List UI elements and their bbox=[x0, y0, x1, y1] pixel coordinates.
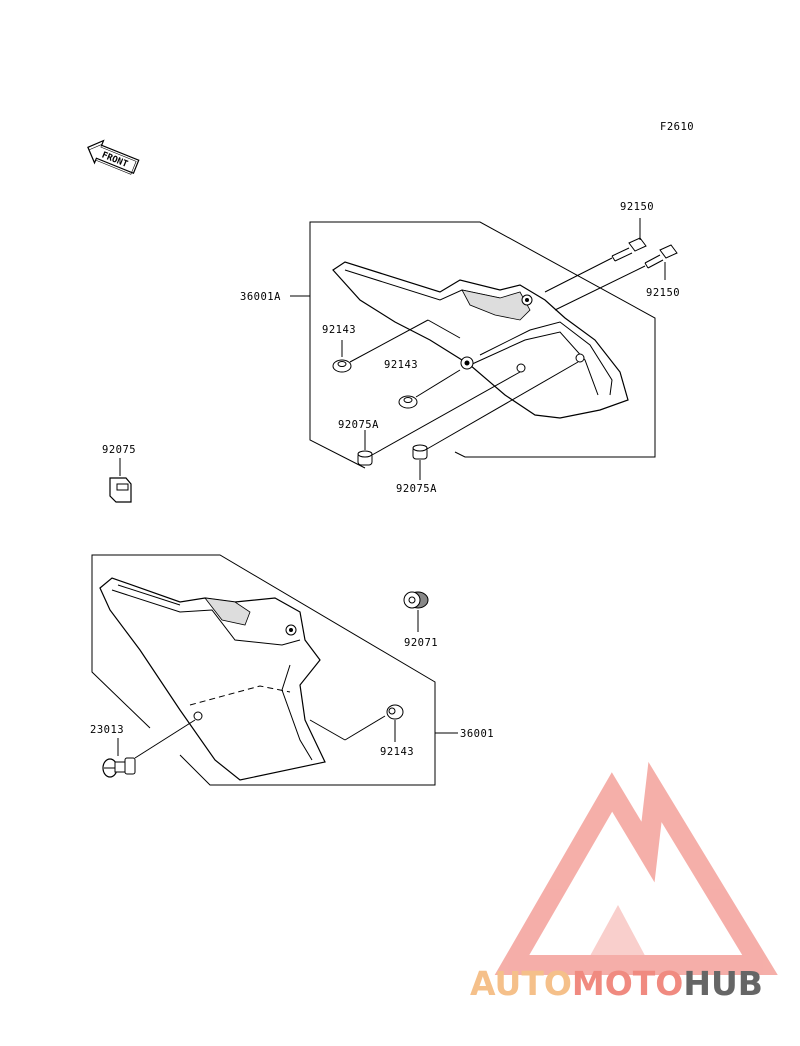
collar-92075A-a bbox=[357, 450, 373, 466]
label-92150-top: 92150 bbox=[620, 201, 654, 213]
ref-code: F2610 bbox=[660, 121, 694, 133]
watermark-moto: MOTO bbox=[572, 964, 683, 1003]
front-arrow-icon: FRONT bbox=[87, 139, 140, 175]
label-92143-c: 92143 bbox=[380, 746, 414, 758]
label-23013: 23013 bbox=[90, 724, 124, 736]
watermark-hub: HUB bbox=[683, 964, 763, 1003]
watermark-auto: AUTO bbox=[470, 964, 572, 1003]
watermark-text: AUTOMOTOHUB bbox=[470, 964, 763, 1003]
watermark-logo-icon bbox=[494, 761, 778, 975]
grommet-92143-c bbox=[386, 704, 404, 720]
label-36001A: 36001A bbox=[240, 291, 281, 303]
grommet-92143-a bbox=[332, 359, 352, 373]
grommet-92143-b bbox=[398, 395, 418, 409]
side-cover-36001A bbox=[332, 261, 629, 419]
label-92075A-bottom: 92075A bbox=[396, 483, 437, 495]
label-92150-right: 92150 bbox=[646, 287, 680, 299]
clip-92075 bbox=[109, 477, 132, 503]
bolt-92150-b bbox=[644, 244, 678, 269]
label-36001: 36001 bbox=[460, 728, 494, 740]
screw-23013 bbox=[102, 757, 136, 778]
collar-92075A-b bbox=[412, 444, 428, 460]
label-92075A-left: 92075A bbox=[338, 419, 379, 431]
lower-assembly bbox=[91, 554, 458, 786]
label-92071: 92071 bbox=[404, 637, 438, 649]
grommet-92071 bbox=[403, 591, 429, 609]
bolt-92150-a bbox=[611, 237, 647, 262]
label-92143-a: 92143 bbox=[322, 324, 356, 336]
side-cover-36001 bbox=[99, 577, 326, 781]
label-92143-b: 92143 bbox=[384, 359, 418, 371]
svg-text:AUTOMOTOHUB: AUTOMOTOHUB bbox=[470, 964, 763, 1003]
upper-assembly bbox=[290, 218, 678, 480]
label-92075: 92075 bbox=[102, 444, 136, 456]
